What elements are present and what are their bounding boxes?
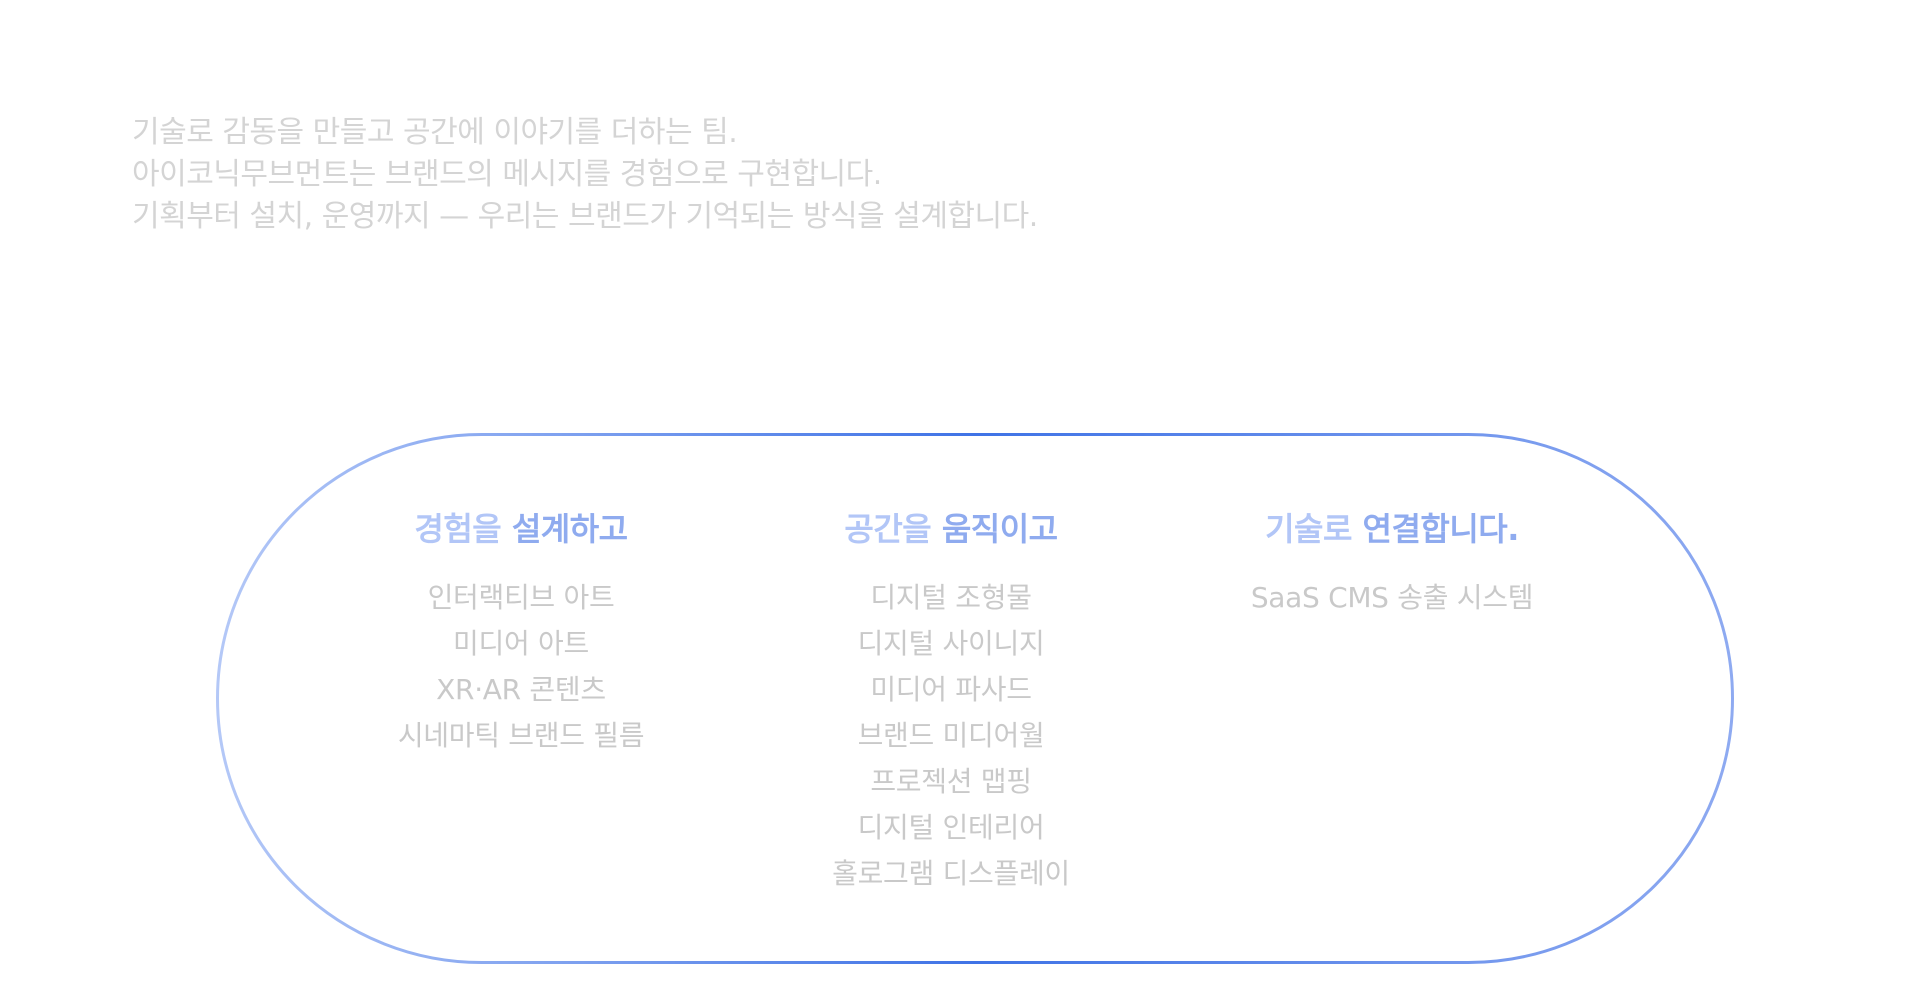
column-space: 공간을 움직이고 디지털 조형물 디지털 사이니지 미디어 파사드 브랜드 미디… — [741, 509, 1161, 897]
heading-light: 경험을 — [414, 510, 502, 548]
heading-light: 기술로 — [1265, 510, 1352, 548]
service-item: 시네마틱 브랜드 필름 — [397, 719, 645, 752]
service-list: SaaS CMS 송출 시스템 — [1182, 575, 1602, 621]
column-heading: 기술로 연결합니다. — [1182, 509, 1602, 549]
service-item: 브랜드 미디어월 — [857, 719, 1045, 752]
service-item: SaaS CMS 송출 시스템 — [1250, 581, 1534, 614]
services-pill: 경험을 설계하고 인터랙티브 아트 미디어 아트 XR·AR 콘텐츠 시네마틱 … — [216, 433, 1734, 964]
heading-strong: 연결합니다. — [1362, 510, 1520, 548]
service-item: 인터랙티브 아트 — [427, 581, 615, 614]
service-item: 미디어 파사드 — [870, 673, 1032, 706]
heading-strong: 움직이고 — [941, 510, 1058, 548]
column-heading: 경험을 설계하고 — [311, 509, 731, 549]
heading-strong: 설계하고 — [511, 510, 628, 548]
heading-light: 공간을 — [844, 510, 932, 548]
service-item: 디지털 인테리어 — [857, 811, 1045, 844]
service-item: 디지털 사이니지 — [857, 627, 1045, 660]
pill-outline — [216, 433, 1734, 964]
column-experience: 경험을 설계하고 인터랙티브 아트 미디어 아트 XR·AR 콘텐츠 시네마틱 … — [311, 509, 731, 759]
column-heading: 공간을 움직이고 — [741, 509, 1161, 549]
service-list: 디지털 조형물 디지털 사이니지 미디어 파사드 브랜드 미디어월 프로젝션 맵… — [741, 575, 1161, 897]
service-item: 디지털 조형물 — [870, 581, 1032, 614]
intro-line-3: 기획부터 설치, 운영까지 — 우리는 브랜드가 기억되는 방식을 설계합니다. — [132, 199, 1038, 234]
service-item: 미디어 아트 — [453, 627, 589, 660]
intro-line-1: 기술로 감동을 만들고 공간에 이야기를 더하는 팀. — [132, 115, 738, 150]
service-item: 프로젝션 맵핑 — [870, 765, 1032, 798]
service-list: 인터랙티브 아트 미디어 아트 XR·AR 콘텐츠 시네마틱 브랜드 필름 — [311, 575, 731, 759]
service-item: XR·AR 콘텐츠 — [436, 673, 606, 706]
service-item: 홀로그램 디스플레이 — [832, 857, 1070, 890]
intro-line-2: 아이코닉무브먼트는 브랜드의 메시지를 경험으로 구현합니다. — [132, 157, 882, 192]
column-technology: 기술로 연결합니다. SaaS CMS 송출 시스템 — [1182, 509, 1602, 621]
intro-text: 기술로 감동을 만들고 공간에 이야기를 더하는 팀. 아이코닉무브먼트는 브랜… — [132, 112, 1332, 238]
